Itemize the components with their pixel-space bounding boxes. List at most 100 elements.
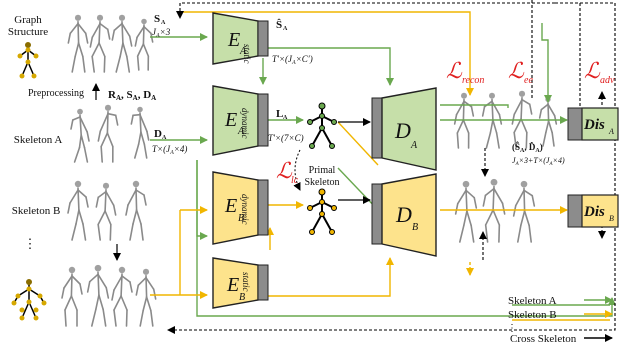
svg-text:dynamic: dynamic bbox=[240, 194, 250, 225]
skeleton-a-figure bbox=[67, 14, 89, 73]
svg-text:T×(JA×4): T×(JA×4) bbox=[152, 144, 187, 156]
skeleton-b-figure bbox=[61, 266, 83, 327]
legend-cross-skeleton-label: Cross Skeleton bbox=[510, 333, 577, 345]
svg-text:static: static bbox=[242, 44, 252, 64]
ellipsis-left: ⋮ bbox=[24, 236, 37, 251]
svg-text:B: B bbox=[239, 292, 245, 303]
signal-l-a: L A T′×(7×C) bbox=[268, 108, 304, 143]
rsd-label: RA, SA, DA bbox=[108, 89, 156, 102]
skeleton-a-connectors bbox=[150, 23, 616, 317]
skeleton-a-figure bbox=[111, 14, 133, 73]
svg-text:E: E bbox=[224, 109, 237, 131]
graph-structure-label-line1: Graph bbox=[14, 14, 42, 26]
svg-text:A: A bbox=[237, 126, 245, 137]
svg-text:ℒ: ℒ bbox=[446, 58, 463, 83]
encoder-b-dynamic: E dynamic B bbox=[212, 171, 269, 245]
signal-dis-input: (ŜA, D̂A) JA×3+T×(JA×4) bbox=[512, 142, 565, 167]
output-b-figure bbox=[454, 180, 478, 243]
encoder-a-static: E static A bbox=[212, 12, 269, 65]
svg-text:B: B bbox=[412, 222, 418, 233]
svg-text:static: static bbox=[241, 272, 251, 292]
output-a-figure bbox=[538, 96, 558, 147]
primal-skeleton-label-line1: Primal bbox=[309, 165, 336, 176]
skeleton-figures bbox=[61, 14, 558, 327]
lc-curve-arrow bbox=[293, 149, 301, 191]
legend-skeleton-b-label: Skeleton B bbox=[508, 309, 557, 321]
skeleton-b-label: Skeleton B bbox=[12, 205, 61, 217]
svg-text:ee: ee bbox=[524, 75, 533, 86]
signal-s-a: S A JA×3 bbox=[152, 13, 171, 39]
svg-text:B: B bbox=[609, 214, 614, 223]
graph-structure-a-icon bbox=[17, 42, 39, 79]
decoder-b: D B bbox=[371, 173, 437, 257]
svg-text:Ŝ: Ŝ bbox=[276, 18, 282, 31]
svg-text:JA×3+T×(JA×4): JA×3+T×(JA×4) bbox=[512, 156, 565, 167]
skeleton-a-figure bbox=[134, 18, 154, 71]
svg-text:A: A bbox=[161, 20, 166, 26]
output-a-figure bbox=[511, 90, 533, 149]
skeleton-b-connectors bbox=[150, 11, 610, 321]
preprocessing-label: Preprocessing bbox=[28, 88, 84, 99]
output-a-figure bbox=[453, 92, 475, 149]
legend: Skeleton A Skeleton B ⋮ Cross Skeleton bbox=[507, 295, 613, 345]
legend-skeleton-a-label: Skeleton A bbox=[508, 295, 557, 307]
graph-structure-b-icon bbox=[11, 279, 47, 321]
svg-text:(ŜA, D̂A): (ŜA, D̂A) bbox=[512, 142, 543, 154]
skeleton-a-figure bbox=[130, 106, 150, 159]
skeleton-a-figure bbox=[89, 14, 111, 73]
svg-text:ℒ: ℒ bbox=[276, 158, 293, 183]
svg-text:T′×(7×C): T′×(7×C) bbox=[268, 133, 304, 143]
primal-crossing-arrows bbox=[338, 118, 371, 204]
svg-text:E: E bbox=[226, 274, 239, 296]
skeleton-a-figure bbox=[97, 104, 119, 163]
loss-recon: ℒ recon bbox=[446, 58, 484, 86]
primal-skeleton-b-icon bbox=[307, 188, 337, 235]
svg-text:L: L bbox=[276, 108, 283, 120]
skeleton-b-figure bbox=[111, 266, 133, 327]
svg-text:E: E bbox=[227, 29, 240, 51]
svg-text:lc: lc bbox=[291, 175, 299, 186]
primal-skeleton-a-icon bbox=[307, 102, 337, 149]
skeleton-b-figure bbox=[86, 264, 110, 327]
encoder-a-dynamic: E dynamic A bbox=[212, 85, 269, 156]
svg-text:JA×3: JA×3 bbox=[152, 27, 171, 39]
graph-structure-label-line2: Structure bbox=[8, 26, 48, 38]
skeleton-b-figure bbox=[125, 180, 147, 241]
skeleton-b-figure bbox=[67, 180, 89, 241]
skeleton-b-figure bbox=[135, 268, 157, 327]
svg-text:adv: adv bbox=[600, 75, 615, 86]
svg-text:S: S bbox=[154, 13, 160, 25]
svg-text:E: E bbox=[224, 195, 237, 217]
loss-adv: ℒ adv bbox=[584, 58, 615, 86]
loss-lc: ℒ lc bbox=[276, 158, 299, 186]
output-b-figure bbox=[482, 178, 506, 243]
legend-ellipsis: ⋮ bbox=[507, 323, 517, 334]
svg-text:dynamic: dynamic bbox=[240, 108, 250, 139]
signal-d-a: D A T×(JA×4) bbox=[152, 128, 187, 156]
svg-text:Dis: Dis bbox=[583, 204, 605, 220]
svg-text:A: A bbox=[410, 140, 418, 151]
primal-skeleton-label-line2: Skeleton bbox=[305, 177, 340, 188]
svg-text:T′×(JA×C′): T′×(JA×C′) bbox=[272, 54, 313, 66]
svg-text:A: A bbox=[283, 115, 288, 121]
loss-ee: ℒ ee bbox=[508, 58, 533, 86]
svg-text:D: D bbox=[394, 118, 411, 143]
svg-text:ℒ: ℒ bbox=[508, 58, 525, 83]
encoder-b-static: E static B bbox=[212, 257, 269, 309]
signal-s-hat: Ŝ A T′×(JA×C′) bbox=[272, 18, 313, 66]
svg-text:D: D bbox=[395, 202, 412, 227]
svg-text:B: B bbox=[238, 213, 244, 224]
skeleton-a-figure bbox=[70, 108, 90, 163]
svg-text:recon: recon bbox=[462, 75, 484, 86]
cross-skeleton-connectors bbox=[167, 0, 616, 334]
svg-text:A: A bbox=[162, 135, 167, 141]
svg-text:A: A bbox=[608, 127, 614, 136]
discriminator-a: Dis A bbox=[567, 107, 619, 141]
svg-text:A: A bbox=[239, 46, 247, 57]
skeleton-a-label: Skeleton A bbox=[14, 134, 63, 146]
decoder-a: D A bbox=[371, 87, 437, 171]
svg-text:Dis: Dis bbox=[583, 117, 605, 133]
output-b-figure bbox=[512, 180, 536, 243]
